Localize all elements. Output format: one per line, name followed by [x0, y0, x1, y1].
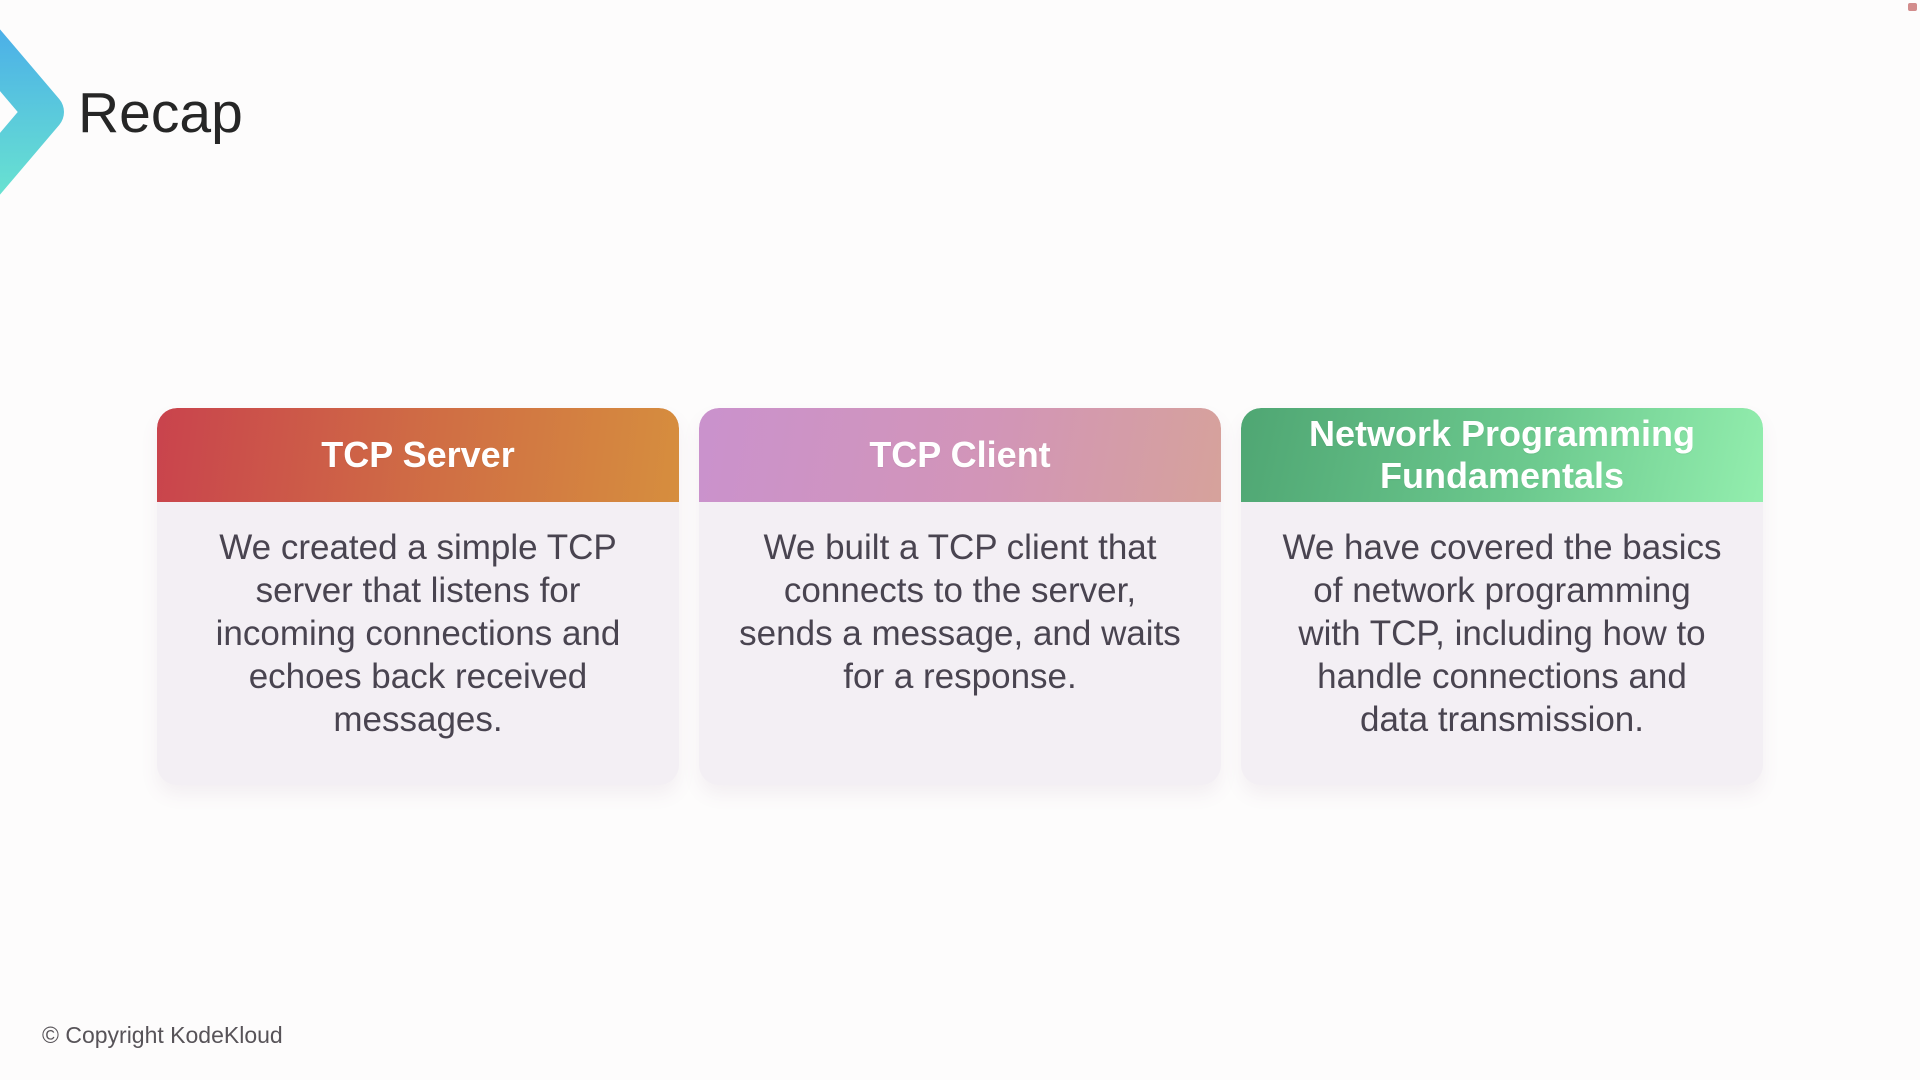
card-tcp-client: TCP Client We built a TCP client that co… [699, 408, 1221, 785]
kodekloud-chevron-icon [0, 29, 64, 195]
card-network-programming-fundamentals-body: We have covered the basics of network pr… [1282, 528, 1722, 739]
card-tcp-server-title: TCP Server [157, 408, 679, 502]
card-tcp-client-body: We built a TCP client that connects to t… [739, 528, 1181, 696]
page-title: Recap [78, 81, 243, 145]
copyright-footer: © Copyright KodeKloud [42, 1022, 283, 1048]
corner-artifact-dot [1908, 3, 1917, 11]
card-network-programming-fundamentals-title: Network Programming Fundamentals [1241, 408, 1763, 502]
card-tcp-client-title: TCP Client [699, 408, 1221, 502]
recap-cards-row: TCP Server We created a simple TCP serve… [157, 408, 1763, 785]
card-tcp-server-body: We created a simple TCP server that list… [215, 528, 621, 739]
card-tcp-server: TCP Server We created a simple TCP serve… [157, 408, 679, 785]
card-network-programming-fundamentals: Network Programming Fundamentals We have… [1241, 408, 1763, 785]
